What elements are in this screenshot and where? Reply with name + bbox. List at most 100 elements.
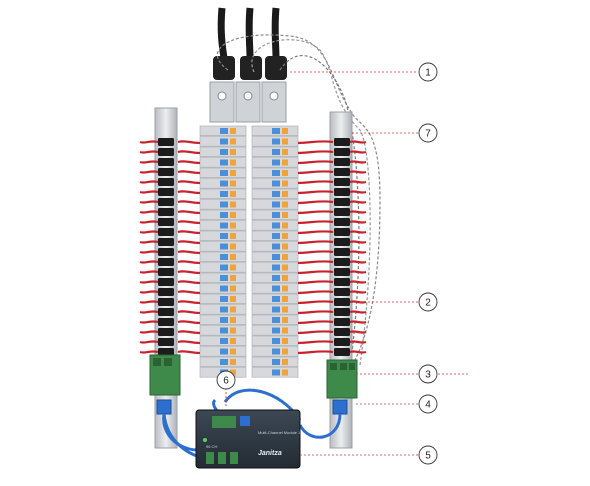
circuit-breaker [251,367,299,378]
current-sensor [297,178,367,186]
current-sensor [297,348,367,356]
callout-7: 7 [418,123,438,143]
circuit-breaker [251,157,299,168]
circuit-breaker [251,188,299,199]
circuit-breaker [251,209,299,220]
current-sensor [297,138,367,146]
circuit-breaker [199,304,247,315]
current-sensor [139,218,201,226]
current-sensor [139,248,201,256]
callout-2: 2 [418,292,438,312]
circuit-breaker [251,199,299,210]
callout-1: 1 [418,62,438,82]
svg-text:1: 1 [425,68,431,79]
circuit-breaker [251,136,299,147]
current-sensor [139,198,201,206]
current-sensor [297,298,367,306]
circuit-breaker [251,346,299,357]
circuit-breaker [199,325,247,336]
current-sensor [139,298,201,306]
current-sensor [297,258,367,266]
terminal-block-group [149,354,358,415]
current-sensor [139,278,201,286]
circuit-breaker [199,209,247,220]
status-led-icon [203,438,207,442]
device-series-text: 96 CH [206,444,217,449]
current-sensor [297,168,367,176]
current-sensor [297,198,367,206]
current-sensor [139,228,201,236]
circuit-breaker [199,356,247,367]
callout-3: 3 [418,364,438,384]
svg-text:2: 2 [425,298,431,309]
circuit-breaker [251,314,299,325]
svg-text:6: 6 [223,376,229,387]
circuit-breaker [251,335,299,346]
current-sensor [297,338,367,346]
current-sensor [139,338,201,346]
current-sensor [297,308,367,316]
circuit-breaker [199,283,247,294]
circuit-breaker [199,178,247,189]
circuit-breaker [199,220,247,231]
busbar-block-group [209,81,287,123]
circuit-breaker [199,136,247,147]
current-sensor [139,268,201,276]
callout-5: 5 [418,445,438,465]
circuit-breaker [251,220,299,231]
current-sensor [139,168,201,176]
circuit-breaker [251,272,299,283]
current-sensor [139,348,201,356]
svg-text:4: 4 [425,400,431,411]
circuit-breaker [199,230,247,241]
current-sensor [297,218,367,226]
circuit-breaker [199,188,247,199]
device-model-text: Multi-Channel Module 1 [258,430,301,435]
circuit-breaker [199,251,247,262]
current-sensor [297,228,367,236]
current-sensor [139,208,201,216]
current-sensor [139,188,201,196]
circuit-breaker [199,272,247,283]
circuit-breaker [251,167,299,178]
circuit-breaker [199,314,247,325]
current-sensor-group [139,138,367,356]
current-sensor [139,308,201,316]
callout-leaders [225,71,468,456]
callout-6: 6 [216,370,236,390]
current-sensor [139,328,201,336]
circuit-breaker [251,356,299,367]
circuit-breaker [251,178,299,189]
circuit-breaker [251,325,299,336]
current-sensor [139,318,201,326]
device-brand-text: Janitza [258,450,282,457]
circuit-breaker [251,304,299,315]
current-sensor [139,238,201,246]
svg-text:5: 5 [425,451,431,462]
current-sensor [139,288,201,296]
current-sensor [297,268,367,276]
current-sensor [139,178,201,186]
current-sensor [297,208,367,216]
circuit-breaker [199,241,247,252]
circuit-breaker [251,230,299,241]
circuit-breaker [199,346,247,357]
current-sensor [297,278,367,286]
circuit-breaker [199,146,247,157]
current-sensor [139,158,201,166]
current-sensor [139,148,201,156]
circuit-breaker [199,167,247,178]
measurement-device: Multi-Channel Module 1 96 CH Janitza [195,409,301,469]
svg-text:3: 3 [425,370,431,381]
current-sensor [139,258,201,266]
circuit-breaker [199,335,247,346]
circuit-breaker [251,262,299,273]
circuit-breaker-group [199,125,299,378]
circuit-breaker [199,125,247,136]
circuit-breaker [251,251,299,262]
circuit-breaker [199,199,247,210]
circuit-breaker [251,283,299,294]
current-sensor [297,288,367,296]
circuit-breaker [199,262,247,273]
current-sensor [297,188,367,196]
